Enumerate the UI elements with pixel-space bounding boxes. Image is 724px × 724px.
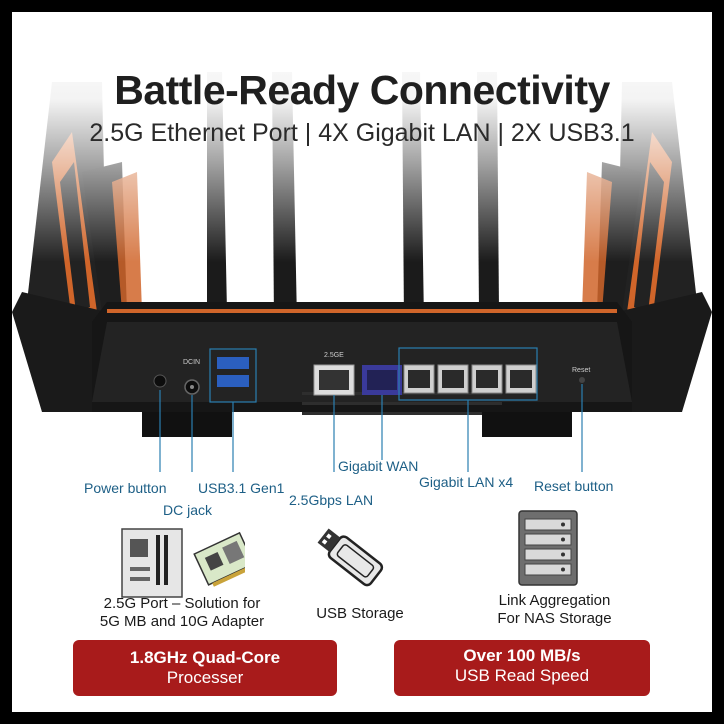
top-fade-overlay [12,12,712,262]
callout-dc-jack: DC jack [163,502,213,518]
badge-usb-speed: Over 100 MB/s USB Read Speed [394,640,650,696]
product-image-frame: DCIN 2.5GE Reset Battle-Ready Connectivi… [12,12,712,712]
callout-usb: USB3.1 Gen1 [198,480,285,496]
feature-usb-storage: USB Storage [300,605,420,623]
badge-processor-line2: Processer [166,668,244,687]
feature-25g-line1: 2.5G Port – Solution for [103,595,261,612]
feature-link-line1: Link Aggregation [498,592,611,609]
callout-wan: Gigabit WAN [338,458,419,474]
port-25ge-label: 2.5GE [324,352,344,359]
page-title: Battle-Ready Connectivity [114,67,610,113]
reset-label: Reset [572,367,591,374]
feature-link-line2: For NAS Storage [497,610,612,627]
nas-storage-icon [518,510,578,586]
usb-drive-icon [317,528,384,587]
feature-25g-line2: 5G MB and 10G Adapter [99,613,265,630]
callout-power-button: Power button [84,480,167,496]
badge-processor: 1.8GHz Quad-Core Processer [73,640,337,696]
feature-usb-line1: USB Storage [316,605,404,622]
badge-usb-line2: USB Read Speed [454,666,590,685]
callout-lan4: Gigabit LAN x4 [419,474,514,490]
motherboard-icon [121,528,245,598]
callout-reset: Reset button [534,478,614,494]
dcin-label: DCIN [183,359,201,366]
badge-usb-line1: Over 100 MB/s [463,646,581,665]
page-subtitle: 2.5G Ethernet Port | 4X Gigabit LAN | 2X… [89,119,635,147]
feature-25g-port: 2.5G Port – Solution for 5G MB and 10G A… [87,595,277,631]
feature-link-aggregation: Link Aggregation For NAS Storage [472,592,637,628]
callout-25g-lan: 2.5Gbps LAN [289,492,374,508]
badge-processor-line1: 1.8GHz Quad-Core [129,648,281,667]
